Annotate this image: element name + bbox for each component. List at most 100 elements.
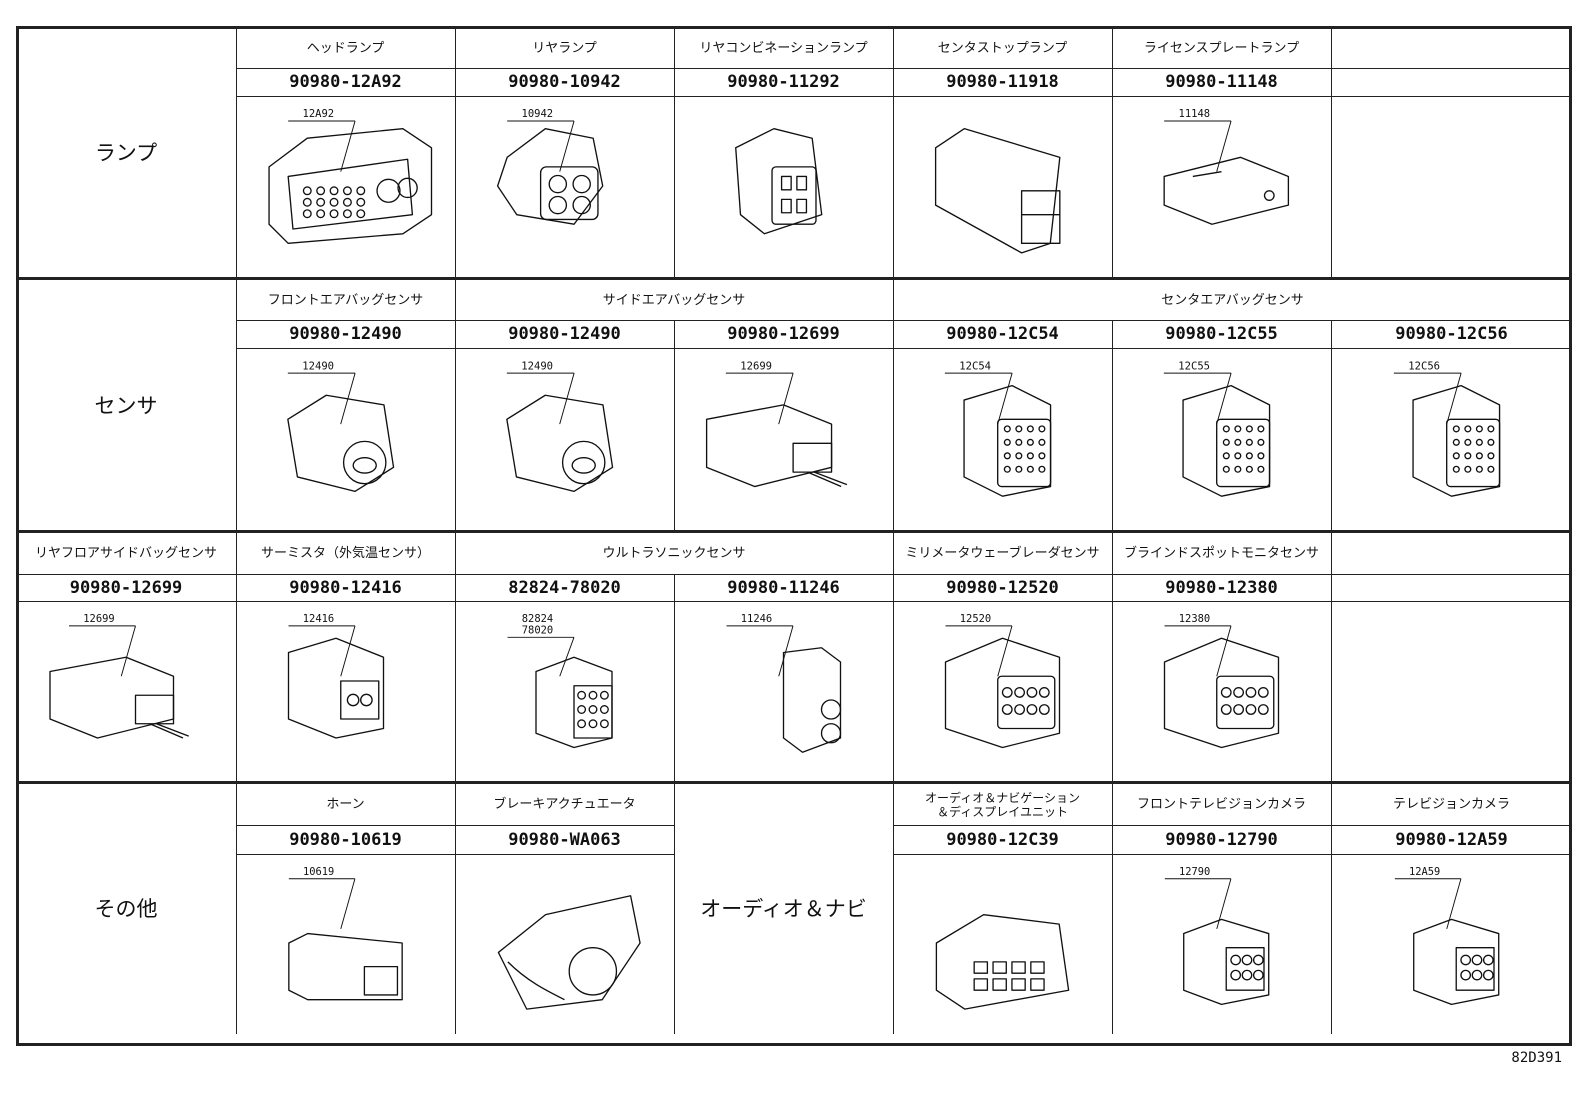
svg-text:12A59: 12A59: [1409, 866, 1440, 878]
sensor-name: リヤフロアサイドバッグセンサ: [34, 546, 217, 561]
callout-label: 12699: [69, 613, 136, 677]
category-label-sensor: センサ: [94, 393, 158, 418]
connector-body: [944, 637, 1061, 749]
grid-line: [1331, 320, 1332, 531]
grid-line: [674, 320, 675, 531]
connector-name: リヤコンビネーションランプ: [699, 40, 868, 56]
headlamp-connector: 12A92: [244, 100, 447, 272]
ultrasonic-connector: 11246: [682, 605, 885, 776]
grid-line: [1331, 782, 1332, 1034]
connector-body: [935, 914, 1070, 1010]
part-number: 82824-78020: [508, 577, 621, 598]
connector-body: [963, 384, 1052, 497]
svg-text:78020: 78020: [522, 625, 553, 637]
callout-label: 12380: [1164, 613, 1232, 677]
part-number: 90980-12380: [1165, 577, 1278, 598]
part-number: 90980-10619: [289, 829, 402, 850]
connector-body: [288, 932, 403, 1001]
round-4pin-connector: 10942: [463, 100, 666, 272]
grid-line: [1331, 825, 1572, 826]
svg-text:12416: 12416: [303, 613, 334, 625]
callout-label: 10619: [288, 866, 356, 929]
sensor-group-name: サイドエアバッグセンサ: [602, 292, 746, 308]
callout-label: 12416: [288, 613, 356, 677]
part-number: 90980-12699: [69, 577, 183, 598]
part-number: 90980-12699: [727, 324, 840, 344]
grid-line: [893, 854, 1112, 855]
connector-name: テレビジョンカメラ: [1392, 797, 1510, 812]
connector-body: [287, 394, 395, 493]
grid-line: [236, 96, 1572, 97]
grid-line: [236, 531, 237, 782]
connector-body: [268, 127, 433, 245]
part-number: 90980-12490: [289, 324, 402, 344]
sensor-group-name: センタエアバッグセンサ: [1161, 292, 1304, 308]
part-number: 90980-11246: [727, 577, 840, 598]
multi-pin-connector: 12C55: [1120, 352, 1323, 525]
grid-line: [16, 1043, 1572, 1046]
sensor-group-name: フロントエアバッグセンサ: [267, 292, 424, 308]
connector-name: ヘッドランプ: [306, 40, 385, 56]
sensor-name: ミリメータウェーブレーダセンサ: [905, 546, 1100, 561]
callout-label: 12790: [1164, 866, 1232, 929]
grid-line: [236, 825, 455, 826]
callout-label: 12490: [506, 360, 575, 425]
grid-line: [236, 278, 237, 531]
part-number: 90980-11918: [946, 72, 1059, 92]
connector-name: リヤランプ: [532, 40, 597, 56]
svg-text:11148: 11148: [1179, 108, 1211, 120]
grid-line: [455, 825, 674, 826]
sensor-name: [1331, 533, 1572, 574]
grid-line: [16, 530, 1572, 533]
part-number: 90980-12C56: [1395, 324, 1508, 344]
lead-connector: 12699: [682, 352, 885, 525]
airbag-connector: 12490: [244, 352, 447, 525]
grid-line: [1112, 825, 1331, 826]
category-label-lamp: ランプ: [94, 141, 158, 165]
callout-label: 12520: [945, 613, 1013, 677]
grid-line: [1569, 26, 1572, 1046]
connector-body: [705, 404, 848, 488]
svg-text:12490: 12490: [521, 360, 553, 372]
part-number: 90980-11148: [1165, 72, 1278, 92]
multi-pin-connector: 12C54: [901, 352, 1104, 525]
callout-label: 12A59: [1394, 866, 1462, 929]
connector-body: [496, 127, 604, 225]
connector-name: ライセンスプレートランプ: [1143, 40, 1300, 56]
grid-line: [1112, 531, 1113, 782]
radar-connector: 12380: [1120, 605, 1323, 776]
part-number: 90980-12C39: [946, 829, 1059, 850]
callout-label: 12C55: [1163, 360, 1232, 425]
callout-label: 12A92: [288, 108, 356, 172]
grid-line: [16, 26, 19, 1046]
connector-name: ホーン: [326, 797, 365, 812]
horn-connector: 10619: [244, 858, 447, 1028]
connector-name: オーディオ＆ナビゲーション ＆ディスプレイユニット: [925, 790, 1080, 819]
part-number: 90980-12490: [508, 324, 621, 344]
part-number: 90980-11292: [727, 72, 840, 92]
part-number: 90980-12C54: [946, 324, 1059, 344]
grid-line: [893, 531, 894, 782]
multi-pin-connector: 12C56: [1339, 352, 1564, 525]
grid-line: [236, 68, 1572, 69]
callout-label: 10942: [507, 108, 575, 172]
part-number: 90980-12C55: [1165, 324, 1278, 344]
grid-line: [236, 348, 1572, 349]
box-connector: [901, 100, 1104, 272]
svg-text:12790: 12790: [1179, 866, 1210, 878]
part-number: 90980-12790: [1165, 829, 1278, 850]
grid-line: [16, 574, 1572, 575]
grid-line: [236, 320, 1572, 321]
grid-line: [236, 26, 237, 278]
part-number: 90980-12520: [946, 577, 1059, 598]
grid-line: [455, 531, 456, 782]
connector-body: [735, 127, 823, 235]
connector-name: [1331, 28, 1572, 68]
part-number: 90980-10942: [508, 72, 621, 92]
merged-cell-label: オーディオ＆ナビ: [700, 897, 867, 921]
actuator-connector: [463, 858, 666, 1028]
grid-line: [1331, 26, 1332, 278]
svg-text:12C54: 12C54: [959, 360, 991, 372]
diagram-id: 82D391: [1511, 1050, 1562, 1066]
svg-text:82824: 82824: [522, 613, 553, 625]
